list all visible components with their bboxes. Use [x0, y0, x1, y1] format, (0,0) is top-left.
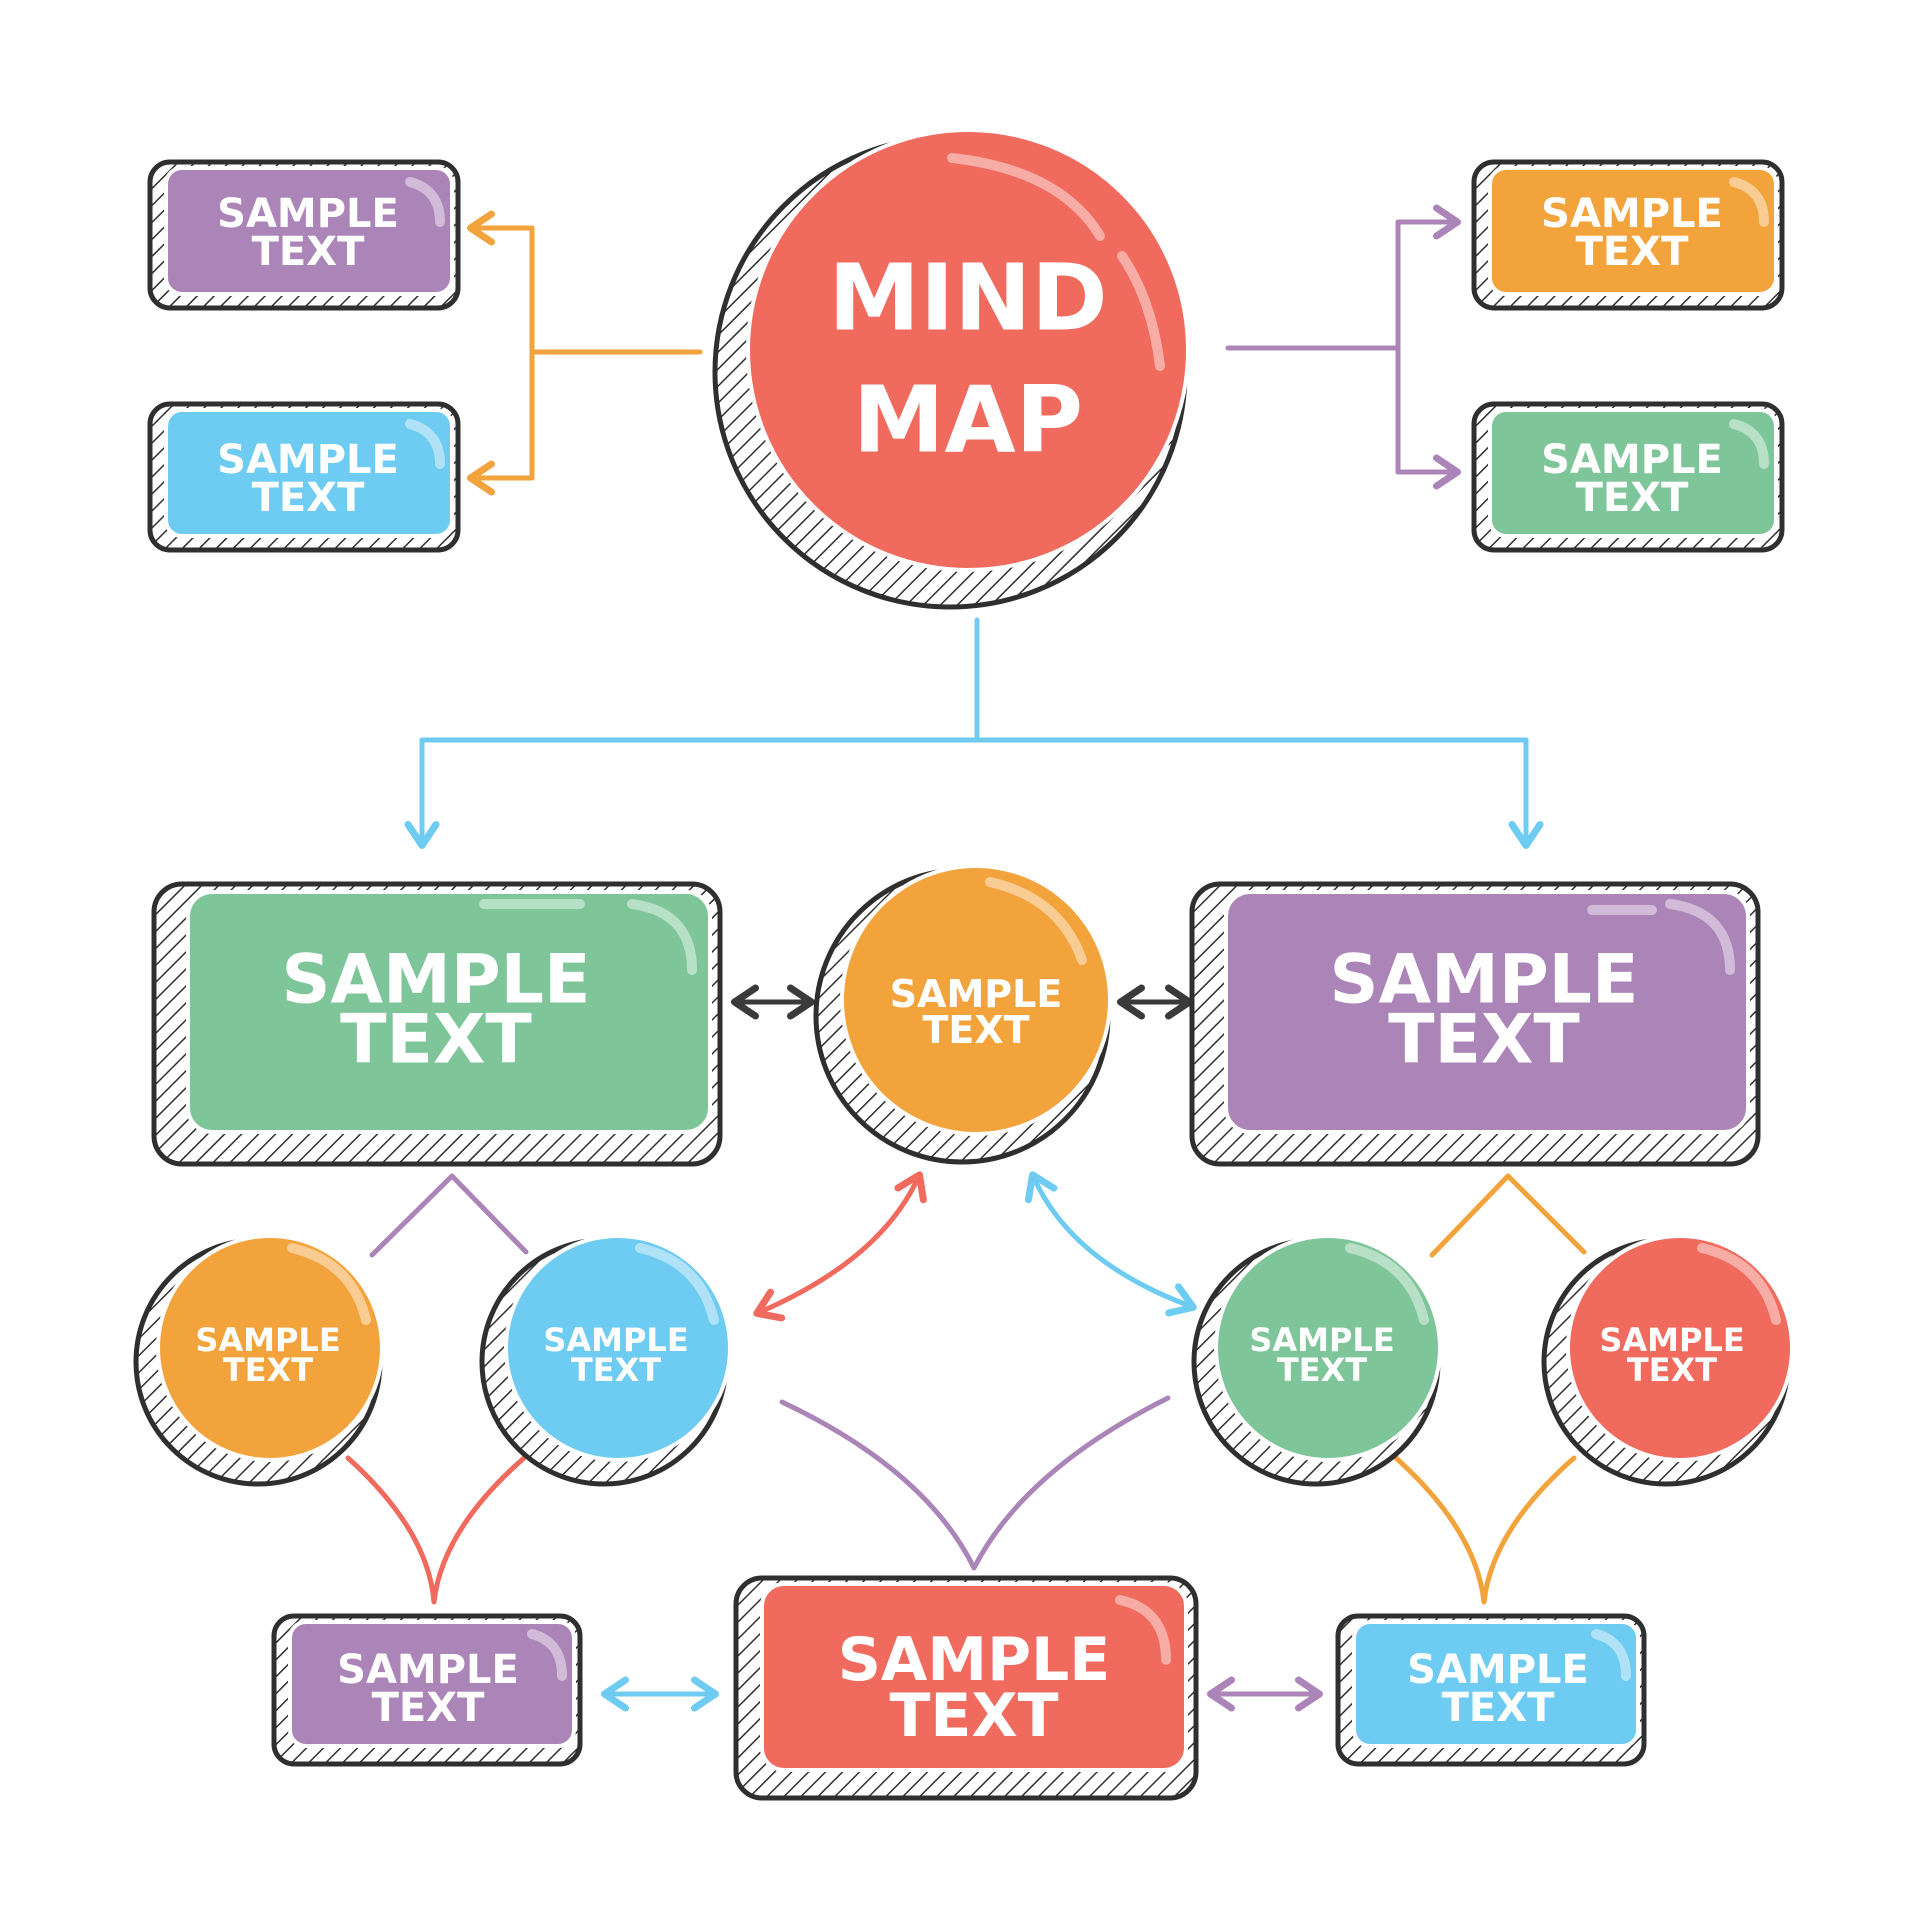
curved-arrow-center-circle-to-circle-3	[1024, 1171, 1197, 1317]
node-mid-right-box-line1: SAMPLE	[1330, 941, 1639, 1020]
node-mid-center-circle[interactable]: SAMPLE TEXT	[813, 864, 1112, 1165]
node-circle-1-face	[156, 1234, 384, 1462]
node-mid-left-box-line2: TEXT	[340, 1001, 532, 1080]
node-top-right-1-face	[1488, 166, 1778, 296]
node-mid-right-box[interactable]: SAMPLE TEXT	[1189, 881, 1761, 1167]
node-bottom-right-box[interactable]: SAMPLE TEXT	[1335, 1613, 1647, 1767]
connector-mid-left-to-circles	[369, 1173, 529, 1258]
node-circle-1-line2: TEXT	[223, 1351, 313, 1389]
node-top-left-2[interactable]: SAMPLE TEXT	[147, 401, 461, 553]
node-bottom-center-box-line2: TEXT	[889, 1681, 1058, 1751]
node-circle-1[interactable]: SAMPLE TEXT	[133, 1234, 384, 1487]
node-top-right-1-line1: SAMPLE	[1541, 191, 1723, 237]
node-top-left-1-line1: SAMPLE	[217, 191, 399, 237]
node-top-right-2[interactable]: SAMPLE TEXT	[1471, 401, 1785, 553]
node-circle-3-face	[1214, 1234, 1442, 1462]
node-bottom-right-box-line1: SAMPLE	[1407, 1647, 1589, 1693]
node-mid-center-circle-face	[840, 864, 1112, 1136]
node-bottom-left-box-face	[288, 1620, 576, 1748]
node-circle-4-line2: TEXT	[1627, 1351, 1717, 1389]
node-bottom-center-box[interactable]: SAMPLE TEXT	[733, 1575, 1199, 1801]
node-mid-center-circle-line1: SAMPLE	[890, 972, 1063, 1016]
connector-circles-to-bottom-right-box	[1393, 1455, 1577, 1605]
node-center-line1: MIND	[828, 245, 1107, 352]
node-circle-2-line1: SAMPLE	[543, 1321, 688, 1359]
node-top-left-2-line2: TEXT	[252, 475, 365, 521]
node-mid-left-box-face	[186, 890, 712, 1134]
node-circle-2-line2: TEXT	[571, 1351, 661, 1389]
node-mid-center-circle-line2: TEXT	[922, 1008, 1029, 1052]
node-top-left-1[interactable]: SAMPLE TEXT	[147, 159, 461, 311]
node-top-right-2-line1: SAMPLE	[1541, 437, 1723, 483]
node-circle-3-line1: SAMPLE	[1249, 1321, 1394, 1359]
connector-mid-right-to-circles	[1429, 1173, 1587, 1258]
node-bottom-left-box-line1: SAMPLE	[337, 1647, 519, 1693]
node-top-left-1-line2: TEXT	[252, 229, 365, 275]
node-center-mind-map[interactable]: MIND MAP	[712, 128, 1190, 610]
node-circle-1-line1: SAMPLE	[195, 1321, 340, 1359]
node-mid-right-box-line2: TEXT	[1388, 1001, 1580, 1080]
node-mid-left-box-line1: SAMPLE	[282, 941, 591, 1020]
node-top-right-1-line2: TEXT	[1576, 229, 1689, 275]
node-circle-4-line1: SAMPLE	[1599, 1321, 1744, 1359]
node-circle-3-line2: TEXT	[1277, 1351, 1367, 1389]
node-bottom-left-box-line2: TEXT	[372, 1685, 485, 1731]
node-center-line2: MAP	[853, 367, 1083, 474]
node-circle-3[interactable]: SAMPLE TEXT	[1191, 1234, 1442, 1487]
node-bottom-right-box-face	[1352, 1620, 1640, 1748]
connectors	[345, 204, 1587, 1712]
node-circle-4-face	[1566, 1234, 1794, 1462]
node-bottom-right-box-line2: TEXT	[1442, 1685, 1555, 1731]
node-top-left-2-face	[164, 408, 454, 538]
node-mid-right-box-face	[1224, 890, 1750, 1134]
node-top-left-1-face	[164, 166, 454, 296]
curved-arrow-center-circle-to-circle-2	[753, 1171, 927, 1322]
node-center-face	[746, 128, 1190, 572]
node-bottom-center-box-face	[760, 1582, 1188, 1772]
connector-circles-to-bottom-left-box	[345, 1455, 527, 1605]
node-mid-left-box[interactable]: SAMPLE TEXT	[151, 881, 723, 1167]
node-circle-4[interactable]: SAMPLE TEXT	[1541, 1234, 1794, 1487]
node-bottom-left-box[interactable]: SAMPLE TEXT	[271, 1613, 583, 1767]
node-top-right-2-face	[1488, 408, 1778, 538]
node-top-right-2-line2: TEXT	[1576, 475, 1689, 521]
node-top-right-1[interactable]: SAMPLE TEXT	[1471, 159, 1785, 311]
node-bottom-center-box-line1: SAMPLE	[838, 1625, 1111, 1695]
node-circle-2[interactable]: SAMPLE TEXT	[479, 1234, 732, 1487]
node-top-left-2-line1: SAMPLE	[217, 437, 399, 483]
node-circle-2-face	[504, 1234, 732, 1462]
connector-to-bottom-center-box	[779, 1395, 1171, 1571]
